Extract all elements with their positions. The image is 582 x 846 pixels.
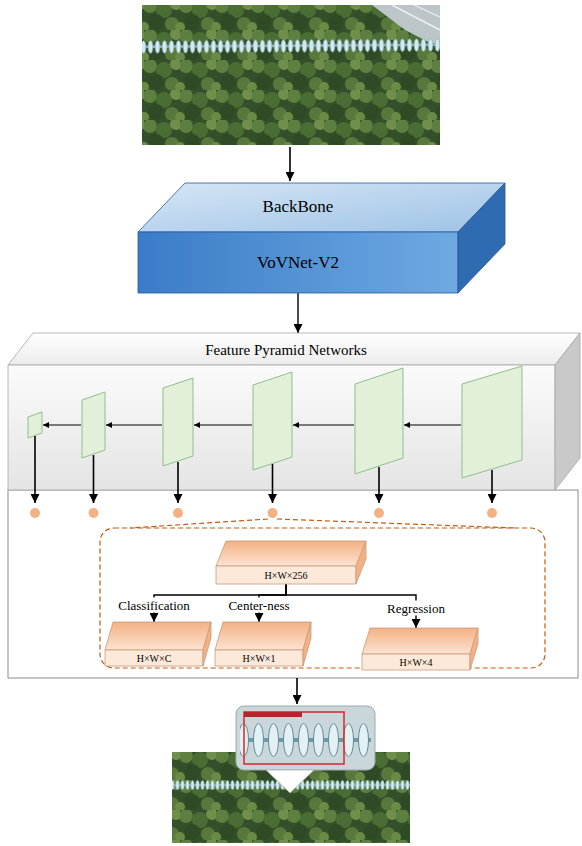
lateral-arrow	[194, 425, 252, 426]
output-arrow	[177, 462, 179, 503]
detection-box	[244, 712, 344, 764]
output-arrow	[491, 470, 493, 503]
output-arrow	[34, 436, 36, 503]
block-front-face	[362, 654, 470, 670]
head-branch-label: Center-ness	[228, 598, 289, 613]
flow-arrow	[297, 293, 298, 333]
block-side-face	[470, 628, 478, 670]
lateral-arrow	[293, 425, 354, 426]
head-branch-label: Regression	[387, 601, 445, 616]
head-zoom-outline	[100, 519, 545, 668]
block-top-face	[215, 622, 311, 650]
dashed-callout	[100, 528, 545, 668]
text-holder: VoVNet-V2	[257, 254, 339, 273]
block-title: Feature Pyramid Networks	[205, 342, 367, 358]
text-holder: H×W×256	[216, 566, 356, 584]
output-photo	[172, 706, 410, 843]
output-arrow	[272, 464, 274, 503]
block-side-face	[555, 333, 580, 490]
text-holder: H×W×4	[362, 654, 470, 670]
feature-map	[355, 368, 403, 474]
level-dot	[89, 508, 99, 518]
output-arrow	[378, 467, 380, 503]
output-tensor: H×W×1	[215, 622, 311, 666]
lateral-arrow	[43, 425, 81, 426]
feature-map	[253, 372, 292, 470]
block-front-face	[105, 650, 203, 666]
tensor-shape: H×W×4	[400, 657, 433, 668]
level-dot	[374, 508, 384, 518]
tensor-shape: H×W×C	[137, 653, 172, 664]
tensor-shape: H×W×1	[243, 653, 276, 664]
level-dot	[487, 508, 497, 518]
block-title: VoVNet-V2	[257, 253, 339, 272]
feature-map	[163, 378, 193, 466]
block-side-face	[303, 622, 311, 666]
feature-map	[462, 366, 522, 478]
power-wire	[392, 5, 440, 30]
power-wire	[414, 5, 440, 17]
head-branch-label: Classification	[118, 598, 190, 613]
block-title: BackBone	[263, 197, 334, 216]
block-front-face	[215, 650, 303, 666]
level-output-arrows	[35, 436, 492, 503]
zoom-line	[277, 519, 515, 528]
text-holder: Feature Pyramid Networks	[205, 341, 367, 359]
pyramid-outputs	[30, 508, 497, 518]
input-photo	[142, 5, 440, 145]
block-front-face	[138, 232, 458, 293]
edge-label-holder: Center-ness	[226, 598, 291, 613]
output-tensor: H×W×C	[105, 622, 211, 666]
lateral-arrow	[106, 425, 162, 426]
block-front-face	[8, 365, 555, 490]
text-holder: H×W×1	[215, 650, 303, 666]
tensor-shape: H×W×256	[265, 570, 308, 581]
block-side-face	[203, 622, 211, 666]
insulator-closeup	[240, 722, 371, 758]
block-top-face	[216, 541, 366, 566]
level-dot	[268, 508, 278, 518]
feature-tensor: H×W×256	[216, 541, 366, 584]
block-side-face	[458, 183, 505, 293]
output-arrow	[93, 455, 95, 503]
detection-inset	[236, 706, 375, 770]
forest-ground	[142, 5, 440, 145]
zoom-line	[130, 519, 268, 528]
text-holder: BackBone	[263, 198, 334, 217]
block-top-face	[105, 622, 211, 650]
head-panel	[8, 490, 578, 678]
zoom-pointer	[266, 770, 314, 793]
input-arrow	[289, 147, 291, 181]
text-holder: H×W×C	[105, 650, 203, 666]
block-top-face	[8, 333, 580, 365]
block-front-face	[216, 566, 356, 584]
block-top-face	[362, 628, 478, 654]
edge-label-holder: Regression	[385, 601, 447, 616]
top-down-arrows	[43, 425, 461, 426]
edge-label-holder: Classification	[116, 598, 192, 613]
feature-map	[82, 392, 105, 458]
output-arrow	[296, 678, 298, 704]
pyramid-levels	[28, 366, 522, 478]
output-tensor: H×W×4	[362, 628, 478, 670]
lateral-arrow	[404, 425, 461, 426]
backbone-block: BackBoneVoVNet-V2	[138, 183, 505, 293]
detection-tag	[244, 712, 302, 717]
level-dot	[30, 508, 40, 518]
block-top-face	[138, 183, 505, 232]
block-side-face	[356, 541, 366, 584]
feature-map	[28, 412, 42, 438]
level-dot	[173, 508, 183, 518]
insulator-string	[142, 38, 440, 54]
